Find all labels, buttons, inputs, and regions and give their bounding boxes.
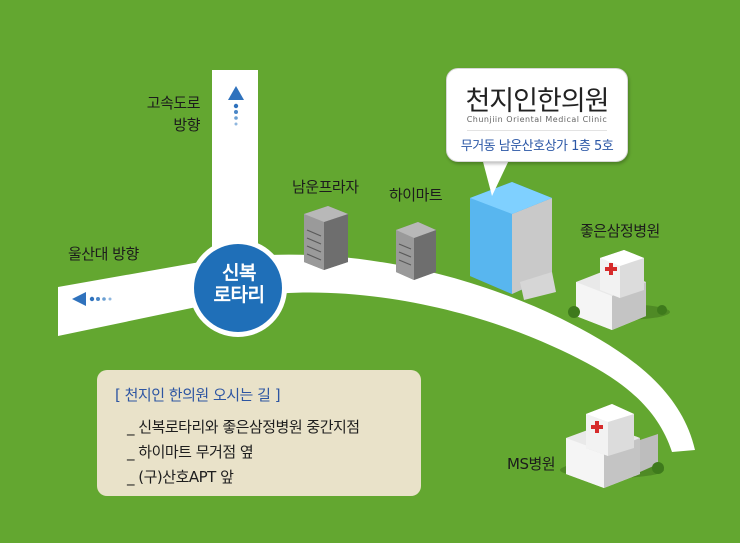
clinic-callout: 천지인한의원 Chunjiin Oriental Medical Clinic … <box>446 68 628 162</box>
label-namun-plaza: 남운프라자 <box>292 178 359 196</box>
label-ulsan: 울산대 방향 <box>68 245 139 263</box>
road-main <box>58 254 695 452</box>
clinic-building <box>470 182 556 300</box>
hospital-cross-icon <box>605 263 617 275</box>
clinic-address: 무거동 남운산호상가 1층 5호 <box>460 139 614 154</box>
callout-divider <box>467 130 607 131</box>
hospital-building <box>568 250 670 330</box>
arrow-up-icon <box>228 86 244 126</box>
directions-item: _ 하이마트 무거점 옆 <box>127 443 254 461</box>
label-joeun-hospital: 좋은삼정병원 <box>580 222 660 240</box>
road-north <box>212 70 258 262</box>
hospital-building <box>560 404 664 488</box>
arrow-left-icon <box>72 292 112 306</box>
rotary-label: 신복 로타리 <box>194 262 284 306</box>
directions-item: _ (구)산호APT 앞 <box>127 468 234 486</box>
building-icon <box>396 222 436 280</box>
label-expressway-line2: 방향 <box>173 116 200 134</box>
directions-item: _ 신복로타리와 좋은삼정병원 중간지점 <box>127 418 360 436</box>
callout-pointer <box>482 158 510 196</box>
rotary-label-line1: 신복 <box>222 262 256 284</box>
label-himart: 하이마트 <box>389 186 443 204</box>
clinic-logo-text: 천지인한의원 <box>465 86 609 117</box>
directions-box: [ 천지인 한의원 오시는 길 ] _ 신복로타리와 좋은삼정병원 중간지점 _… <box>97 370 421 496</box>
label-ms-hospital: MS병원 <box>507 455 556 473</box>
rotary-marker <box>189 239 287 337</box>
label-expressway-line1: 고속도로 <box>146 94 201 112</box>
clinic-name-en: Chunjiin Oriental Medical Clinic <box>466 115 608 124</box>
hospital-cross-icon <box>591 421 603 433</box>
directions-title: [ 천지인 한의원 오시는 길 ] <box>115 386 281 404</box>
building-icon <box>304 206 348 270</box>
rotary-label-line2: 로타리 <box>213 284 265 306</box>
